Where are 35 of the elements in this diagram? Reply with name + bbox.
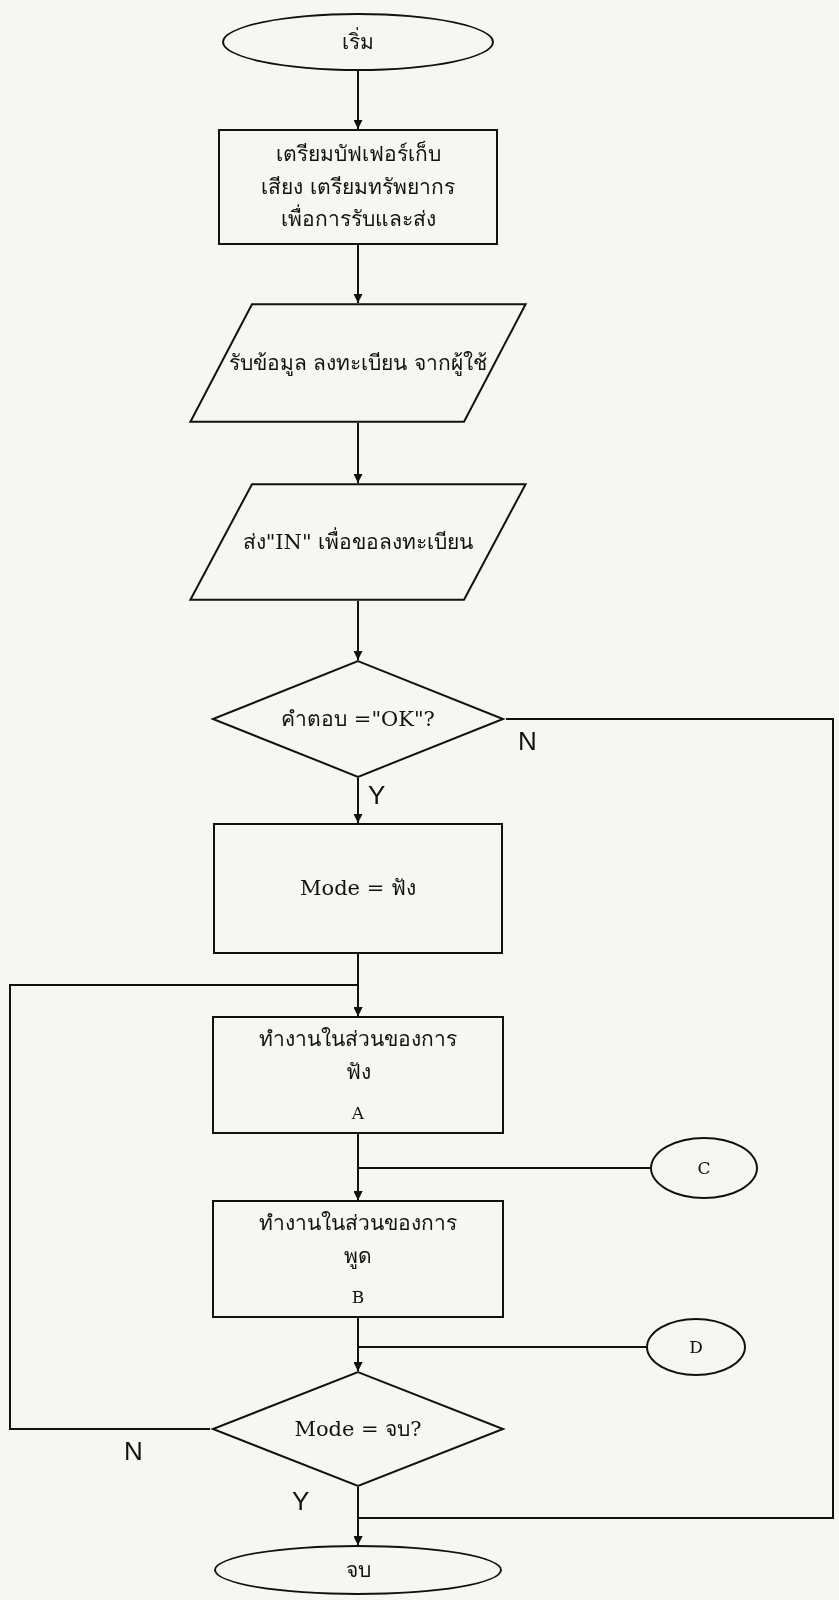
node-label: จบ xyxy=(344,1556,372,1584)
node-label: ส่ง"IN" เพื่อขอลงทะเบียน xyxy=(241,526,475,556)
flow-arrow xyxy=(353,718,834,1546)
node-label: ทำงานในส่วนของการฟัง xyxy=(258,1026,458,1086)
node-label: A xyxy=(350,1102,366,1126)
node-label: ทำงานในส่วนของการพูด xyxy=(258,1210,458,1271)
node-label: Mode = ฟัง xyxy=(299,875,417,903)
process-box xyxy=(218,129,498,245)
node-label: D xyxy=(688,1335,704,1359)
node-label: เริ่ม xyxy=(341,26,375,56)
input-output-parallelogram xyxy=(187,483,529,601)
process-box xyxy=(212,1200,504,1318)
edge-label: Y xyxy=(292,1488,310,1514)
flow-arrow xyxy=(353,422,363,484)
flow-arrow xyxy=(353,70,363,130)
flow-arrow xyxy=(353,1167,651,1201)
node-label: Mode = จบ? xyxy=(293,1415,423,1443)
input-output-parallelogram xyxy=(187,303,529,423)
process-box xyxy=(213,823,503,954)
decision-diamond xyxy=(210,660,506,778)
node-label: รับข้อมูล ลงทะเบียน จากผู้ใช้ xyxy=(227,349,489,378)
flow-arrow xyxy=(353,777,363,824)
flow-arrow xyxy=(353,244,363,304)
process-box xyxy=(212,1016,504,1134)
node-label: คำตอบ ="OK"? xyxy=(280,705,436,733)
flow-arrow xyxy=(9,984,363,1430)
edge-label: Y xyxy=(368,782,386,808)
flow-arrow xyxy=(353,600,363,661)
edge-label: N xyxy=(518,728,537,754)
node-label: C xyxy=(696,1156,712,1180)
decision-diamond xyxy=(210,1371,506,1487)
edge-label: N xyxy=(124,1438,143,1464)
node-label: เตรียมบัฟเฟอร์เก็บเสียง เตรียมทรัพยากร เพื่อการรับและส่ง xyxy=(260,139,456,234)
node-label: B xyxy=(350,1286,366,1310)
flow-arrow xyxy=(353,1346,647,1372)
